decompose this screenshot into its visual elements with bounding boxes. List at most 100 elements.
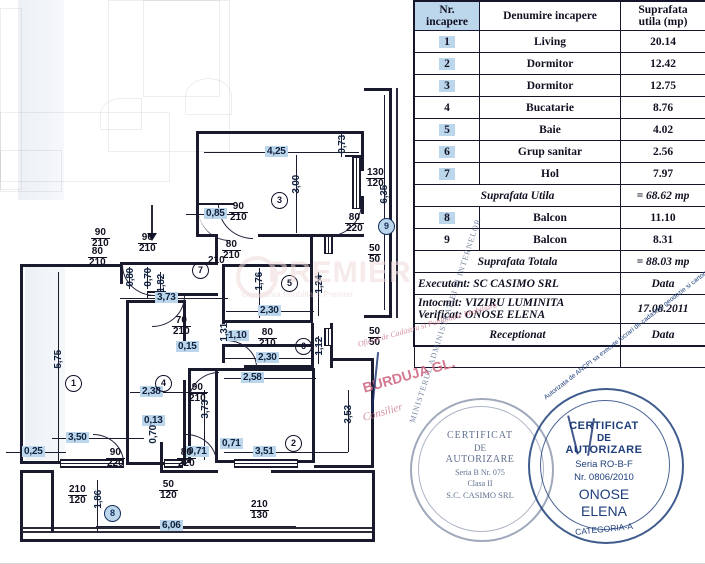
cell-area: 12.42 [621, 53, 705, 75]
window-50x50-lower [324, 236, 333, 254]
header-area-line1: Suprafata [638, 4, 687, 16]
opening-90-210-hall: 90 210 [138, 233, 157, 254]
wall-balcony8-bottom [20, 539, 375, 542]
opening-50-50-upper: 50 50 [368, 244, 381, 265]
room-number-5: 5 [281, 275, 298, 292]
stamp-left-line6: S.C. CASIMO SRL [425, 490, 535, 500]
dim-room3-niche: 0,73 [337, 135, 348, 154]
room-nr-chip: 3 [439, 80, 455, 92]
useful-area-label: Suprafata Utila [415, 185, 621, 207]
dim-line-bed2-w [224, 452, 348, 453]
stamp-right-line3: AUTORIZARE [549, 444, 659, 456]
cell-name: Living [480, 31, 621, 53]
wall-bath-top [222, 264, 312, 267]
stamp-right-line5: Nr. 0806/2010 [551, 472, 657, 483]
cell-name: Balcon [480, 229, 621, 251]
dim-kitchen-b: 0,15 [176, 341, 199, 352]
dim-wc-width: 2,30 [256, 352, 279, 363]
cell-name: Dormitor [480, 75, 621, 97]
dim-bed2-width: 3,51 [253, 446, 276, 457]
cell-area: 4.02 [621, 119, 705, 141]
header-nr: Nr. incapere [415, 2, 480, 31]
dim-living-offset: 0,25 [22, 446, 45, 457]
dim-line-balcony8-w [96, 526, 296, 527]
opening-210-130-bed2: 210 130 [250, 500, 269, 521]
cell-name: Grup sanitar [480, 141, 621, 163]
stamp-right-surname: ELENA [549, 503, 659, 519]
header-nr-line2: incapere [426, 16, 468, 28]
opening-50-120-kitchen: 50 120 [159, 480, 178, 501]
wall-bed2-topleft [190, 368, 216, 371]
wall-wc-left [222, 345, 225, 363]
cell-area: 12.75 [621, 75, 705, 97]
wall-balcony8-top-mid [160, 470, 218, 473]
total-area-value: = 88.03 mp [621, 251, 705, 273]
cell-area: 8.31 [621, 229, 705, 251]
opening-80-220-balcony: 80 220 [177, 448, 196, 469]
room-number-8: 8 [104, 505, 121, 522]
opening-90-210-room3: 90 210 [229, 202, 248, 223]
room-number-1: 1 [65, 375, 82, 392]
dim-wc-side: 1,31 [219, 323, 230, 342]
dim-wc-height: 1,12 [314, 337, 325, 356]
ghost-arc [185, 78, 232, 115]
room-number-7: 7 [192, 262, 209, 279]
total-area-label: Suprafata Totala [415, 251, 621, 273]
wall-bottom-right [314, 465, 374, 468]
receptionat-row: Receptionat Data [415, 324, 705, 346]
cell-area: 11.10 [621, 207, 705, 229]
useful-area-value: = 68.62 mp [621, 185, 705, 207]
header-name: Denumire incapere [480, 2, 621, 31]
dim-hall-c: 1,82 [156, 274, 167, 293]
window-bed2-210x130 [234, 459, 298, 468]
opening-80-210-living: 80 210 [88, 247, 107, 268]
opening-90-220-balcony: 90 220 [106, 448, 125, 469]
opening-70-210-kitchen: 70 210 [172, 316, 191, 337]
wall-bed2-top [215, 368, 315, 371]
wall-balcony9-top [364, 88, 392, 91]
opening-210-bath: 210 [207, 256, 226, 266]
cell-nr: 4 [415, 97, 480, 119]
cell-name: Hol [480, 163, 621, 185]
stamp-left-line3: AUTORIZARE [425, 454, 535, 465]
window-room3-130x120 [352, 157, 361, 209]
wall-room3-top [196, 131, 364, 134]
room-nr-chip: 2 [439, 58, 455, 70]
dim-line-room3-height [296, 155, 297, 233]
dim-kitchen-c: 0,70 [148, 425, 159, 444]
dim-balcony8-length: 6,06 [160, 520, 183, 531]
stamp-left-line2: DE [430, 443, 530, 453]
room-nr-chip: 5 [439, 124, 455, 136]
wall-balcony8-topleft [20, 470, 54, 473]
dim-hall-width: 3,73 [155, 292, 178, 303]
table-row: 5 Baie 4.02 [415, 119, 705, 141]
blank-row [415, 346, 705, 368]
stamp-left-line4: Seria B Nr. 075 [428, 468, 532, 477]
table-row: 8 Balcon 11.10 [415, 207, 705, 229]
window-50x50-upper [324, 328, 333, 346]
cell-nr: 2 [415, 53, 480, 75]
cell-area: 2.56 [621, 141, 705, 163]
room-number-4: 4 [155, 375, 172, 392]
room-number-3: 3 [271, 192, 288, 209]
opening-80-210-wc: 80 210 [258, 328, 277, 349]
room-number-2: 2 [285, 435, 302, 452]
stamp-left-line1: CERTIFICAT [430, 430, 530, 441]
red-role-text: Consilier [361, 401, 404, 424]
opening-130-120-room3: 130 120 [366, 168, 385, 189]
table-header-row: Nr. incapere Denumire incapere Suprafata… [415, 2, 705, 31]
wall-right-step [333, 358, 374, 361]
wall-bath-left [222, 264, 225, 324]
dim-bath-height: 1,76 [254, 272, 265, 291]
wall-balcony8-right [372, 470, 375, 540]
line-balcony8-inner2 [22, 527, 374, 529]
entry-line [151, 205, 153, 235]
opening-90-210-left: 90 210 [91, 228, 110, 249]
ghost-line [0, 150, 62, 192]
cell-area: 7.97 [621, 163, 705, 185]
room-nr-chip: 1 [439, 36, 455, 48]
cell-nr: 5 [415, 119, 480, 141]
cell-area: 20.14 [621, 31, 705, 53]
dim-hall-a: 0,80 [125, 268, 136, 287]
dim-hall-b: 0,70 [143, 268, 154, 287]
